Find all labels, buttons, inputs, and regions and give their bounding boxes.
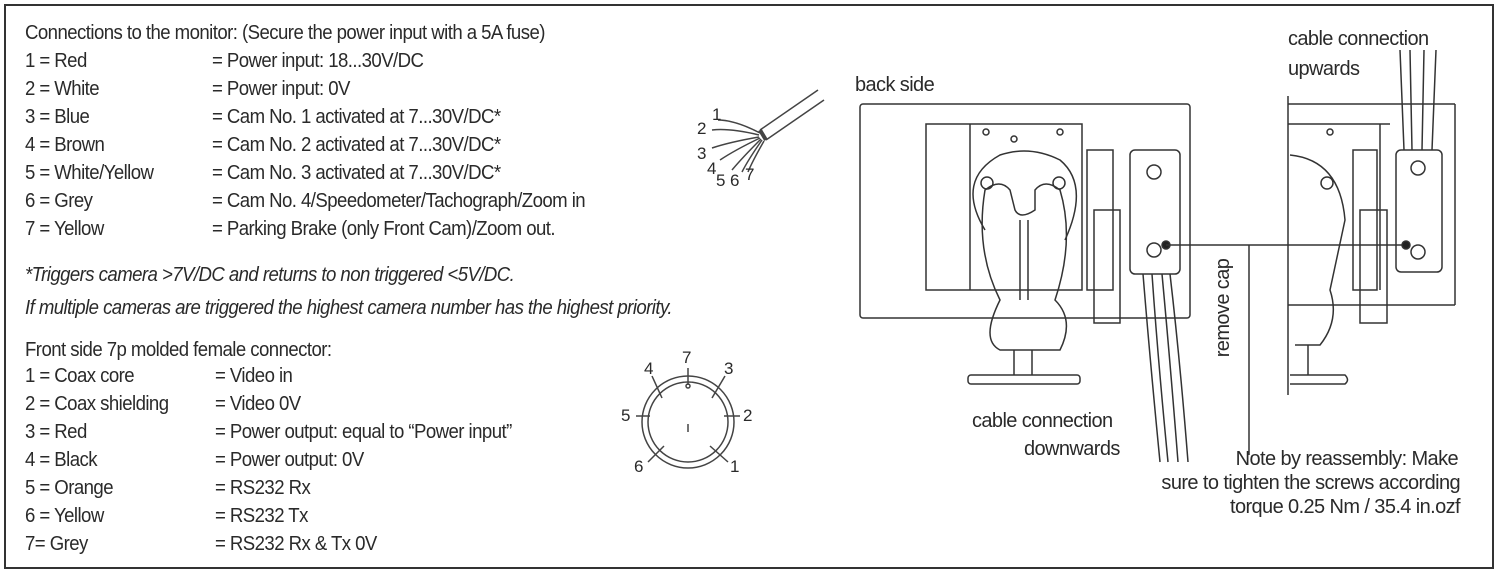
remove-cap-label: remove cap [1212, 258, 1234, 358]
monitor-connections-title: Connections to the monitor: (Secure the … [25, 22, 545, 44]
cable-down-label-2: downwards [1024, 438, 1120, 460]
connector-pin-number: 2 [743, 406, 752, 425]
cable-wires-illustration [711, 89, 825, 173]
wire-color: 7 = Yellow [25, 218, 104, 240]
wire-color: 4 = Brown [25, 134, 105, 156]
wire-function: = Cam No. 2 activated at 7...30V/DC* [212, 134, 501, 156]
back-side-label: back side [855, 74, 935, 96]
monitor-side-detail-drawing [1287, 49, 1456, 395]
connection-line [1166, 244, 1406, 455]
wire-function: = Cam No. 3 activated at 7...30V/DC* [212, 162, 501, 184]
wire-function: = Power input: 18...30V/DC [212, 50, 424, 72]
connector-function: = Video in [215, 365, 293, 387]
cable-down-label-1: cable connection [972, 410, 1113, 432]
wire-number-label: 6 [730, 171, 739, 190]
note-line-3: torque 0.25 Nm / 35.4 in.ozf [1229, 496, 1461, 518]
connector-pin-number: 7 [682, 348, 691, 367]
wire-color: 1 = Red [25, 50, 87, 72]
connector-illustration [636, 368, 740, 469]
connector-pin-number: 3 [724, 359, 733, 378]
footnote-priority: If multiple cameras are triggered the hi… [25, 297, 673, 319]
connector-function: = Power output: equal to “Power input” [215, 421, 512, 443]
wire-number-label: 7 [745, 165, 754, 184]
wire-color: 3 = Blue [25, 106, 90, 128]
wire-number-label: 4 [707, 159, 716, 178]
note-line-1: Note by reassembly: Make [1235, 448, 1459, 470]
connector-pin-number: 4 [644, 359, 653, 378]
connector-pin-number: 5 [621, 406, 630, 425]
cable-up-label-2: upwards [1288, 58, 1360, 80]
connector-pin-number: 6 [634, 457, 643, 476]
connector-function: = RS232 Tx [215, 505, 308, 527]
connector-pin-number: 1 [730, 457, 739, 476]
connector-function: = RS232 Rx [215, 477, 311, 499]
connector-pin: 2 = Coax shielding [25, 393, 169, 415]
connector-pin: 3 = Red [25, 421, 87, 443]
connector-pin: 6 = Yellow [25, 505, 104, 527]
wire-number-label: 2 [697, 119, 706, 138]
wire-function: = Cam No. 1 activated at 7...30V/DC* [212, 106, 501, 128]
diagram-frame [4, 4, 1494, 569]
wire-color: 6 = Grey [25, 190, 93, 212]
note-line-2: sure to tighten the screws according [1161, 472, 1460, 494]
connector-pin: 1 = Coax core [25, 365, 135, 387]
wire-color: 5 = White/Yellow [25, 162, 154, 184]
connector-function: = Power output: 0V [215, 449, 364, 471]
connector-pin: 7= Grey [25, 533, 88, 555]
wire-function: = Power input: 0V [212, 78, 350, 100]
wire-function: = Cam No. 4/Speedometer/Tachograph/Zoom … [212, 190, 586, 212]
wire-number-label: 3 [697, 144, 706, 163]
monitor-back-side-drawing [859, 103, 1191, 463]
front-connector-title: Front side 7p molded female connector: [25, 339, 332, 361]
wire-color: 2 = White [25, 78, 100, 100]
wire-number-label: 5 [716, 171, 725, 190]
footnote-trigger: *Triggers camera >7V/DC and returns to n… [25, 264, 515, 286]
connector-function: = RS232 Rx & Tx 0V [215, 533, 377, 555]
cable-up-label-1: cable connection [1288, 28, 1429, 50]
wire-function: = Parking Brake (only Front Cam)/Zoom ou… [212, 218, 556, 240]
connector-pin: 4 = Black [25, 449, 98, 471]
wire-number-label: 1 [712, 105, 721, 124]
connector-function: = Video 0V [215, 393, 301, 415]
connector-pin: 5 = Orange [25, 477, 114, 499]
